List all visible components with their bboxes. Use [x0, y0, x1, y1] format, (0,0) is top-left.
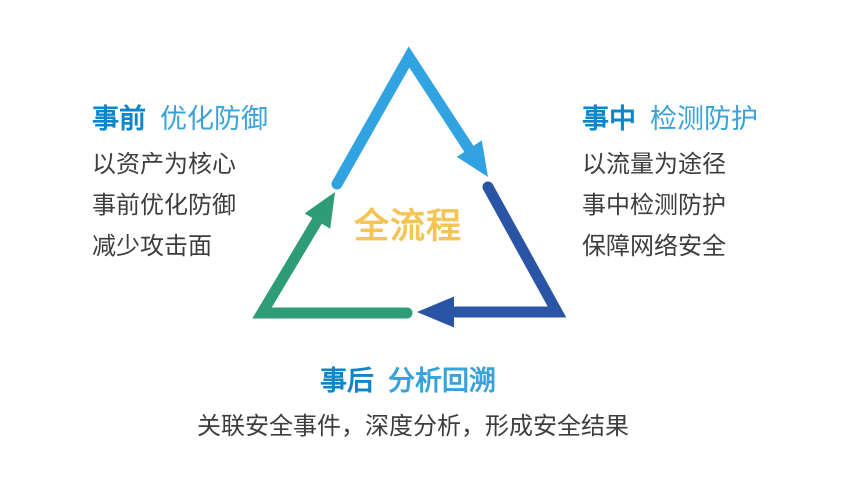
node-pre-title-strong: 事前	[92, 104, 146, 134]
node-pre-line-3: 减少攻击面	[92, 233, 212, 260]
node-mid-incident: 事中检测防护 以流量为途径 事中检测防护 保障网络安全	[582, 104, 865, 260]
node-pre-incident: 事前优化防御 以资产为核心 事前优化防御 减少攻击面	[92, 104, 392, 260]
node-mid-line-3: 保障网络安全	[582, 233, 726, 260]
arrow-pre-to-mid-shaft	[331, 46, 475, 190]
node-pre-title-light: 优化防御	[160, 104, 268, 134]
node-post-title-strong: 事后	[320, 366, 374, 396]
arrow-pre-to-mid	[331, 46, 488, 190]
arrow-post-to-pre-head	[304, 192, 335, 229]
node-pre-line-1: 以资产为核心	[92, 151, 236, 178]
node-mid-heading: 事中检测防护	[582, 104, 865, 134]
node-pre-line-2: 事前优化防御	[92, 192, 236, 219]
node-post-heading: 事后分析回溯	[320, 366, 496, 396]
node-mid-line-2: 事中检测防护	[582, 192, 726, 219]
node-mid-title-strong: 事中	[582, 104, 636, 134]
arrow-mid-to-post-shaft	[450, 181, 567, 318]
node-post-line: 关联安全事件，深度分析，形成安全结果	[197, 413, 629, 440]
arrow-post-to-pre	[252, 192, 413, 319]
center-label: 全流程	[353, 207, 463, 246]
arrow-post-to-pre-shaft	[252, 215, 413, 319]
node-post-title-light: 分析回溯	[388, 366, 496, 396]
node-mid-title-light: 检测防护	[650, 104, 758, 134]
arrow-mid-to-post-head	[417, 296, 454, 328]
node-pre-heading: 事前优化防御	[92, 104, 392, 134]
arrow-pre-to-mid-head	[456, 140, 488, 177]
node-mid-line-1: 以流量为途径	[582, 151, 726, 178]
arrow-mid-to-post	[417, 181, 567, 328]
